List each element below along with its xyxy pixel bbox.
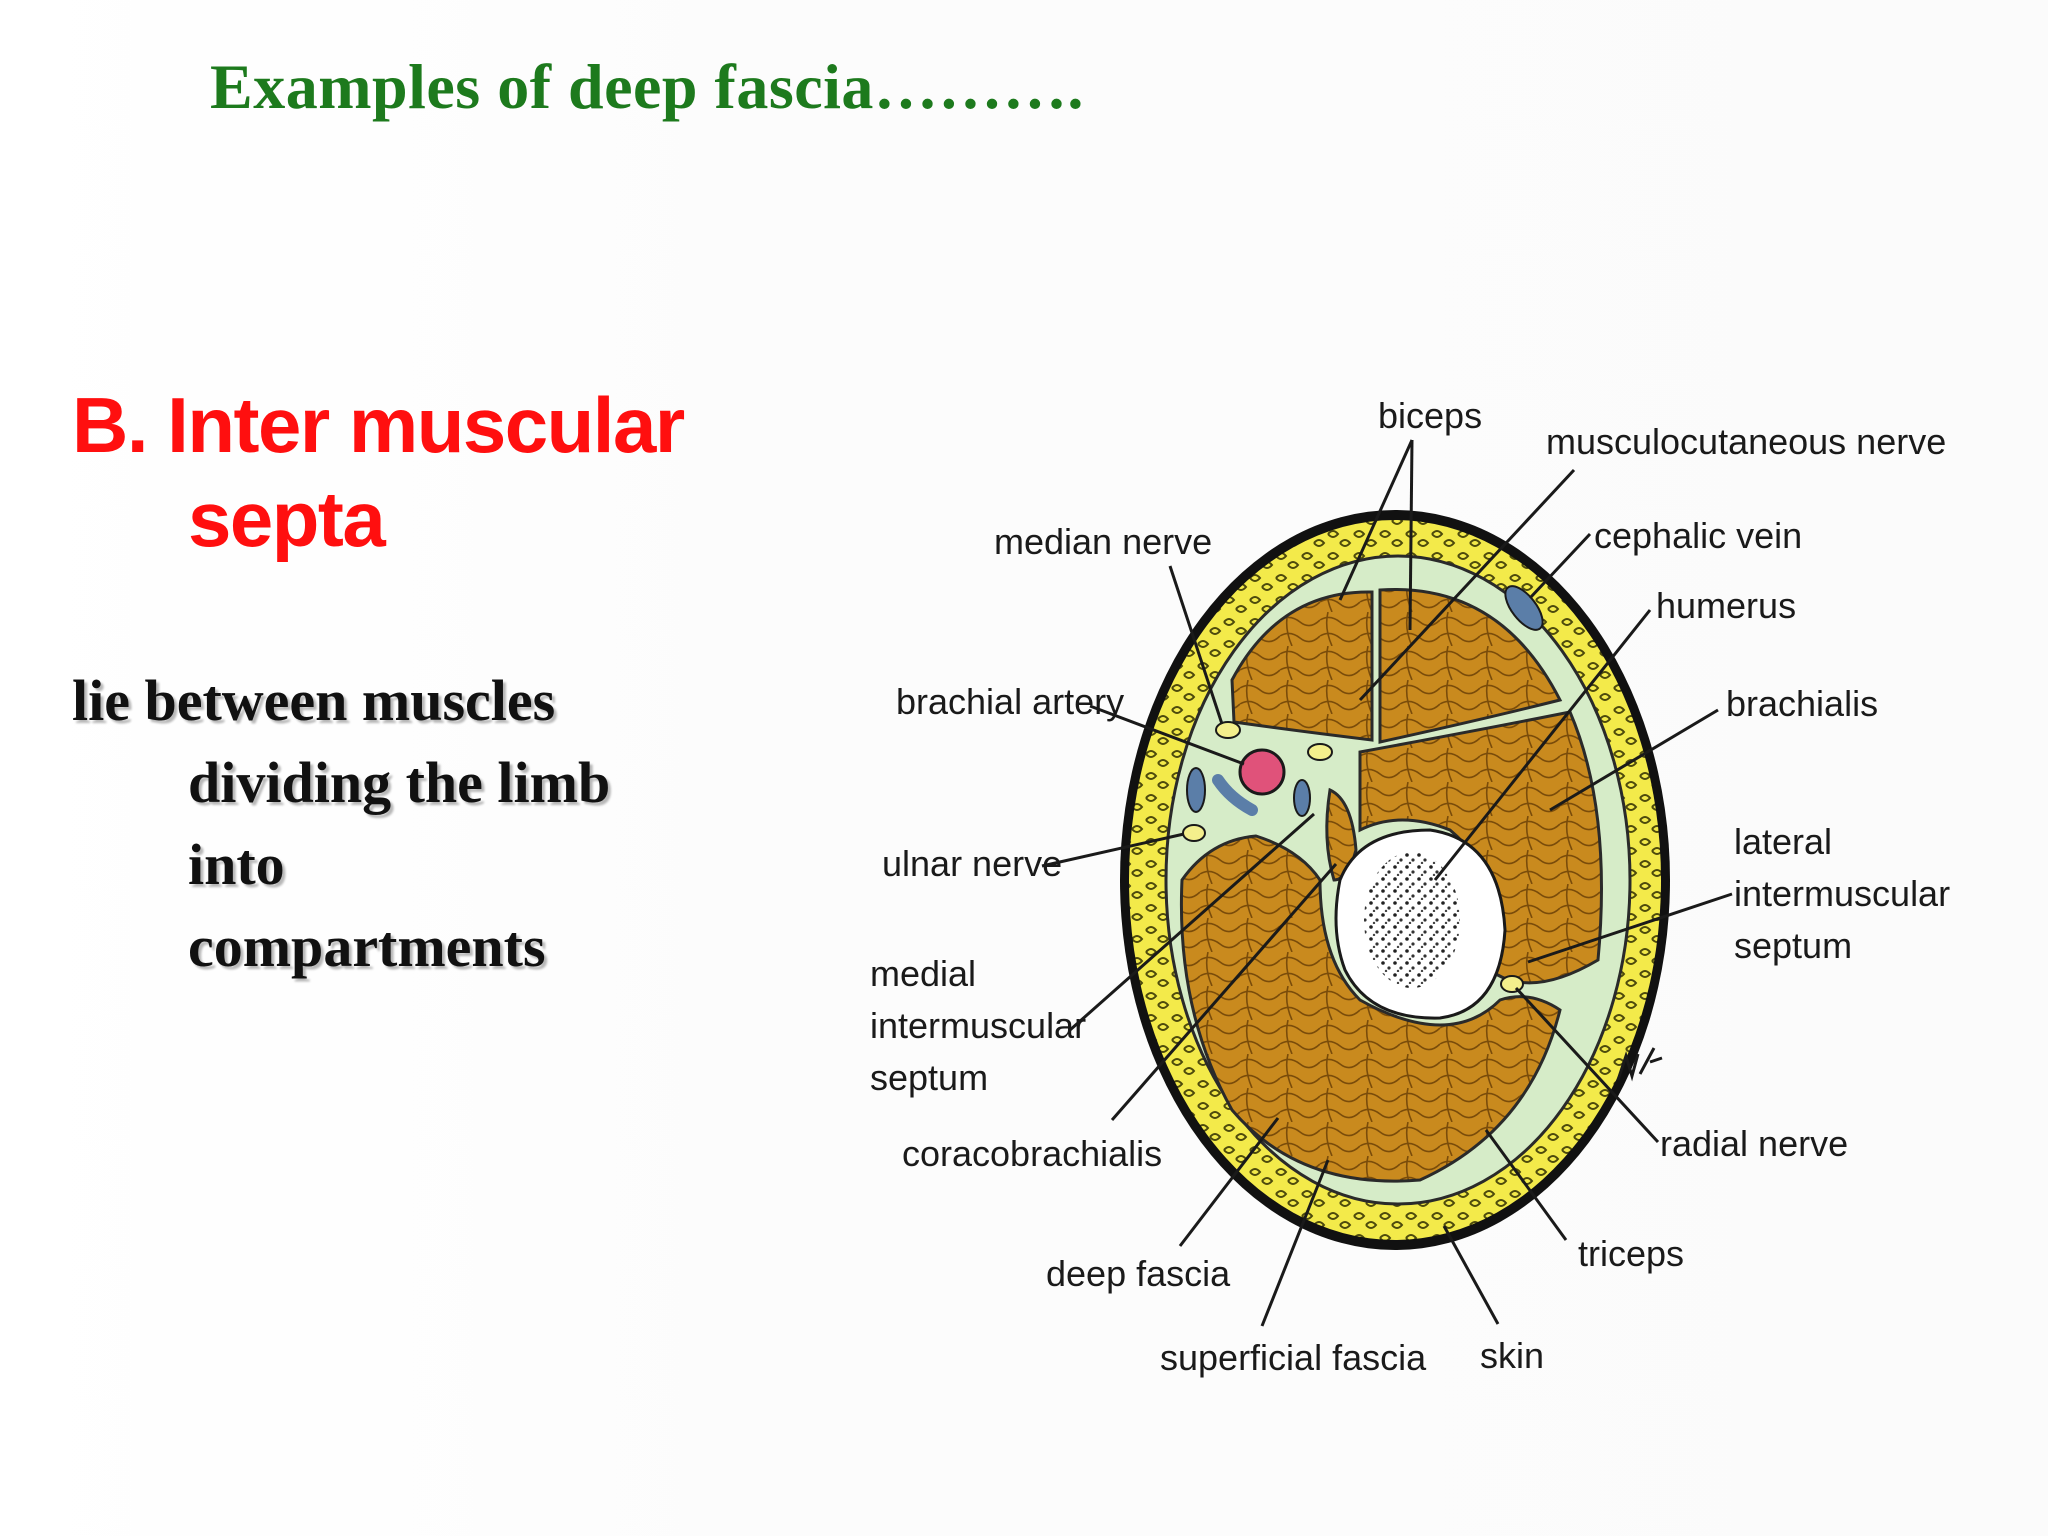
basilic-vein-vessel: [1186, 767, 1206, 813]
label-medial-intermuscular-septum-1: medial: [870, 953, 976, 994]
label-radial-nerve: radial nerve: [1660, 1123, 1848, 1164]
triceps-muscle: [1179, 834, 1562, 1183]
label-ulnar-nerve: ulnar nerve: [882, 843, 1062, 884]
brachial-vein-vessel-1: [1212, 774, 1258, 816]
label-lateral-intermuscular-septum-1: lateral: [1734, 821, 1832, 862]
brachial-artery-vessel: [1238, 748, 1286, 796]
heading-line-2: septa: [188, 475, 386, 563]
median-nerve-dot: [1215, 721, 1241, 739]
biceps-muscle-medial: [1230, 590, 1374, 742]
humerus-marrow: [1364, 852, 1460, 988]
radial-nerve-dot: [1500, 975, 1524, 993]
body-line-3: into: [188, 832, 285, 897]
label-lateral-intermuscular-septum-3: septum: [1734, 925, 1852, 966]
label-triceps: triceps: [1578, 1233, 1684, 1274]
label-humerus: humerus: [1656, 585, 1796, 626]
label-biceps: biceps: [1378, 395, 1482, 436]
label-lateral-intermuscular-septum-2: intermuscular: [1734, 873, 1950, 914]
ulnar-nerve-dot: [1182, 824, 1206, 842]
label-cephalic-vein: cephalic vein: [1594, 515, 1802, 556]
label-brachial-artery: brachial artery: [896, 681, 1124, 722]
label-skin: skin: [1480, 1335, 1544, 1376]
label-deep-fascia: deep fascia: [1046, 1253, 1231, 1294]
body-line-1: lie between muscles: [72, 668, 556, 733]
brachialis-muscle: [1358, 710, 1603, 985]
label-brachialis: brachialis: [1726, 683, 1878, 724]
body-line-2: dividing the limb: [188, 750, 611, 815]
label-superficial-fascia: superficial fascia: [1160, 1337, 1427, 1378]
leader-lines: [1041, 439, 1733, 1327]
body-line-4: compartments: [188, 914, 546, 979]
label-musculocutaneous-nerve: musculocutaneous nerve: [1546, 421, 1946, 462]
label-medial-intermuscular-septum-2: intermuscular: [870, 1005, 1086, 1046]
cephalic-vein-vessel: [1504, 585, 1544, 631]
brachial-vein-vessel-2: [1293, 779, 1311, 817]
biceps-muscle-lateral: [1378, 587, 1563, 744]
diagram-svg: biceps musculocutaneous nerve median ner…: [870, 395, 1950, 1378]
heading-line-1: B. Inter muscular: [72, 381, 685, 469]
body-text: lie between muscles dividing the limb in…: [72, 660, 610, 988]
label-medial-intermuscular-septum-3: septum: [870, 1057, 988, 1098]
label-coracobrachialis: coracobrachialis: [902, 1133, 1162, 1174]
illustrator-signature: [1616, 1047, 1663, 1082]
arm-cross-section-diagram: biceps musculocutaneous nerve median ner…: [854, 370, 2048, 1410]
section-heading: B. Inter muscular septa: [72, 378, 685, 566]
musculocutaneous-nerve-dot: [1307, 743, 1333, 761]
label-median-nerve: median nerve: [994, 521, 1212, 562]
slide-title: Examples of deep fascia……….: [210, 51, 1084, 122]
